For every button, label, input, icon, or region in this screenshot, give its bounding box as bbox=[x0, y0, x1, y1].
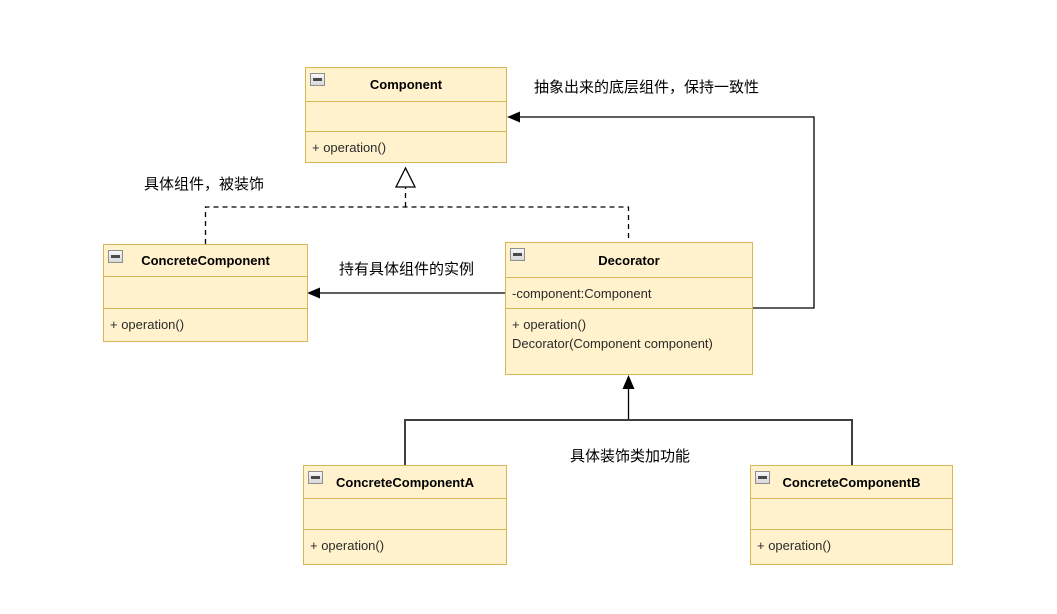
collapse-icon[interactable] bbox=[755, 471, 770, 484]
collapse-icon[interactable] bbox=[510, 248, 525, 261]
method-row: + operation() bbox=[312, 140, 387, 155]
class-header: ConcreteComponentA bbox=[304, 466, 506, 499]
class-header: Decorator bbox=[506, 243, 752, 278]
methods-section: + operation() bbox=[104, 309, 307, 341]
minus-glyph bbox=[513, 253, 522, 256]
class-box-concrete-component-b[interactable]: ConcreteComponentB + operation() bbox=[750, 465, 953, 565]
hollow-triangle-arrowhead-icon bbox=[394, 166, 417, 188]
methods-section: + operation() Decorator(Component compon… bbox=[506, 309, 752, 374]
attributes-section: -component:Component bbox=[506, 278, 752, 309]
methods-section: + operation() bbox=[751, 530, 952, 564]
attributes-section bbox=[104, 277, 307, 309]
method-row: Decorator(Component component) bbox=[512, 336, 713, 351]
minus-glyph bbox=[111, 255, 120, 258]
annotation-holds-note[interactable]: 持有具体组件的实例 bbox=[339, 261, 475, 278]
collapse-icon[interactable] bbox=[108, 250, 123, 263]
class-header: ConcreteComponentB bbox=[751, 466, 952, 499]
attributes-section bbox=[751, 499, 952, 530]
annotation-component-note[interactable]: 抽象出来的底层组件，保持一致性 bbox=[534, 79, 760, 96]
method-row: + operation() bbox=[512, 317, 587, 332]
class-title: Decorator bbox=[598, 252, 660, 268]
class-title: ConcreteComponent bbox=[141, 253, 270, 268]
left-arrowhead-icon bbox=[307, 287, 320, 299]
class-box-concrete-component[interactable]: ConcreteComponent + operation() bbox=[103, 244, 308, 342]
collapse-icon[interactable] bbox=[310, 73, 325, 86]
attributes-section bbox=[304, 499, 506, 530]
annotation-concrete-note[interactable]: 具体组件，被装饰 bbox=[144, 176, 265, 193]
methods-section: + operation() bbox=[304, 530, 506, 564]
class-header: Component bbox=[306, 68, 506, 102]
method-row: + operation() bbox=[110, 317, 185, 332]
class-box-component[interactable]: Component + operation() bbox=[305, 67, 507, 163]
class-title: ConcreteComponentB bbox=[782, 474, 921, 490]
left-arrowhead-icon bbox=[507, 111, 520, 123]
attribute-row: -component:Component bbox=[512, 285, 652, 301]
method-row: + operation() bbox=[757, 538, 832, 553]
minus-glyph bbox=[758, 476, 767, 479]
class-box-decorator[interactable]: Decorator -component:Component + operati… bbox=[505, 242, 753, 375]
realization-dashed-connector[interactable] bbox=[204, 206, 630, 244]
collapse-icon[interactable] bbox=[308, 471, 323, 484]
class-box-concrete-component-a[interactable]: ConcreteComponentA + operation() bbox=[303, 465, 507, 565]
minus-glyph bbox=[311, 476, 320, 479]
method-row: + operation() bbox=[310, 538, 385, 553]
class-header: ConcreteComponent bbox=[104, 245, 307, 277]
attributes-section bbox=[306, 102, 506, 132]
class-title: Component bbox=[369, 77, 443, 92]
up-arrowhead-icon bbox=[622, 375, 635, 389]
methods-section: + operation() bbox=[306, 132, 506, 162]
annotation-decorators-note[interactable]: 具体装饰类加功能 bbox=[570, 448, 691, 465]
minus-glyph bbox=[313, 78, 322, 81]
class-title: ConcreteComponentA bbox=[336, 474, 474, 490]
